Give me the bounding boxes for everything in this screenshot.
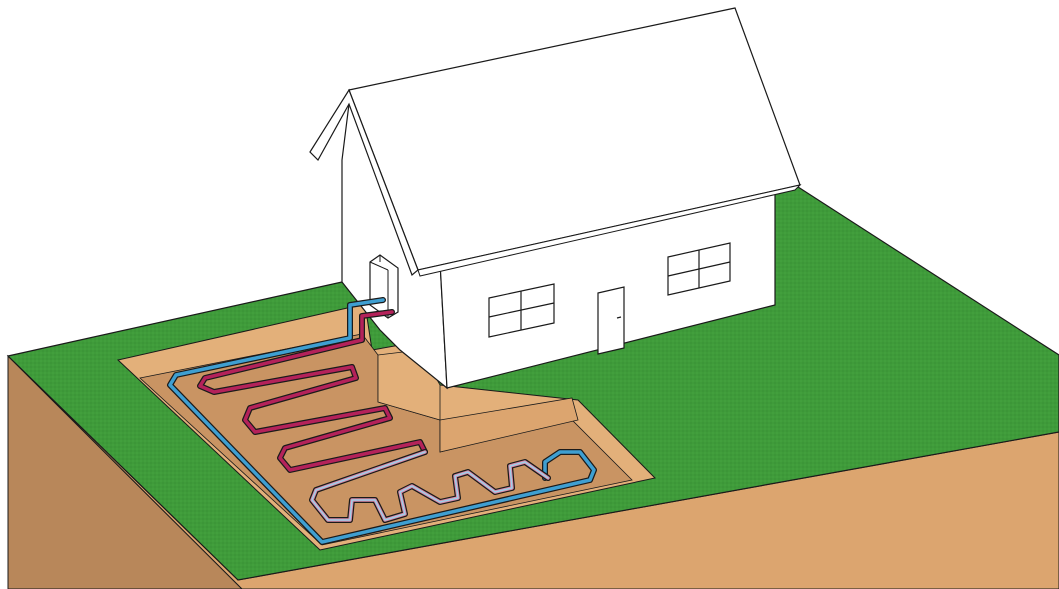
heat-pump-unit-icon	[370, 255, 398, 318]
house-door	[598, 287, 624, 354]
